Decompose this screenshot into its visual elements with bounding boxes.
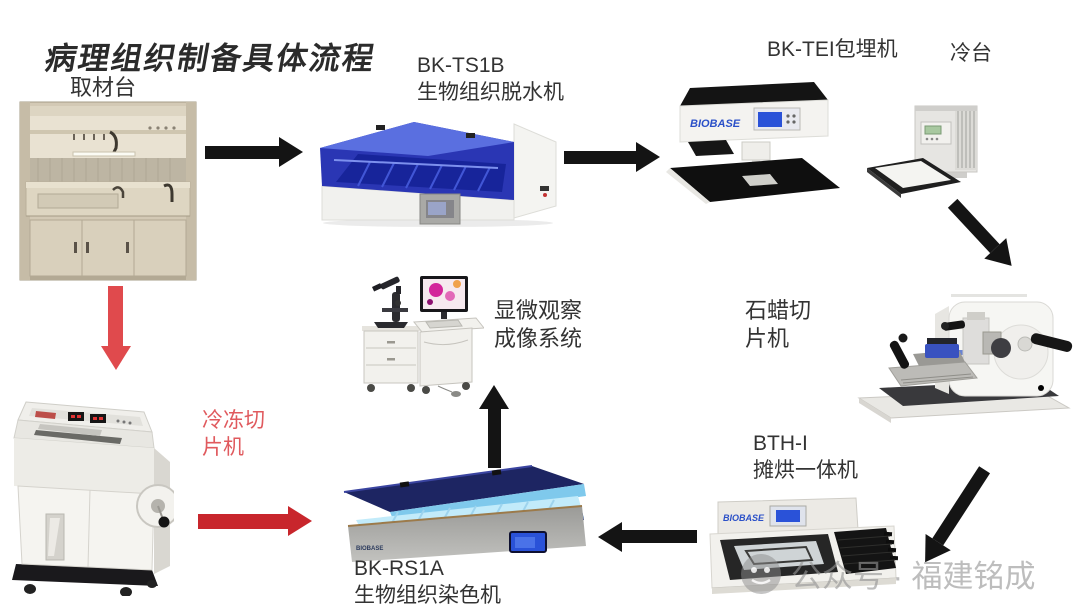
spreader-dryer-image: BIOBASE [706,494,898,602]
label-cryostat: 冷冻切 片机 [202,409,265,459]
cryostat-drawing [12,401,174,596]
embedding-machine-image: BIOBASE [666,76,842,204]
label-cold-plate: 冷台 [950,42,992,65]
arrow-stainer-to-microscope [479,385,509,468]
arrow-sampling-to-cryostat [101,286,131,370]
arrow-spreader-to-stainer [598,522,697,552]
label-dehydrator: BK-TS1B 生物组织脱水机 [417,52,564,106]
paraffin-microtome-drawing [857,294,1073,423]
label-stainer-name: 生物组织染色机 [354,584,501,607]
arrow-dehydrator-to-embedding [564,142,660,172]
label-dehydrator-name: 生物组织脱水机 [417,81,564,104]
microscope-system-drawing [362,276,484,397]
embedding-brand-text: BIOBASE [690,118,741,130]
watermark-text: 公众号 · 福建铭成 [791,559,1036,594]
label-paraffin-microtome: 石蜡切 片机 [745,298,812,351]
dehydrator-image [318,102,558,228]
cold-plate-drawing [867,105,978,198]
label-spreader-dryer: BTH-I 摊烘一体机 [753,430,858,484]
arrow-sampling-to-dehydrator [205,137,303,167]
dehydrator-drawing [320,122,557,227]
wechat-icon [741,553,781,594]
label-microscope-imaging: 显微观察 成像系统 [494,298,583,351]
label-embedding-machine: BK-TEI包埋机 [767,38,898,61]
spreader-dryer-drawing: BIOBASE [709,497,898,594]
cryostat-image [6,388,174,596]
arrow-cryostat-to-stainer [198,506,312,536]
stainer-drawing: BIOBASE [343,465,586,562]
stainer-brand-text: BIOBASE [356,546,383,552]
label-sampling-station: 取材台 [70,75,137,100]
label-spreader-model: BTH-I [753,432,808,455]
label-stainer-model: BK-RS1A [354,557,444,580]
paraffin-microtome-image [855,292,1073,427]
watermark: 公众号 · 福建铭成 [740,551,1036,596]
label-dehydrator-model: BK-TS1B [417,54,505,77]
cold-plate-image [865,102,985,205]
sampling-station-image [18,100,198,284]
microscope-system-image [358,262,484,398]
embedding-machine-drawing: BIOBASE [666,82,840,204]
stainer-image: BIOBASE [342,462,590,566]
page-title: 病理组织制备具体流程 [42,41,379,76]
label-stainer: BK-RS1A 生物组织染色机 [354,555,501,609]
spreader-brand-text: BIOBASE [723,513,765,523]
arrow-coldplate-to-microtome [942,193,1023,277]
sampling-station-drawing [19,101,197,281]
label-spreader-name: 摊烘一体机 [753,459,858,482]
